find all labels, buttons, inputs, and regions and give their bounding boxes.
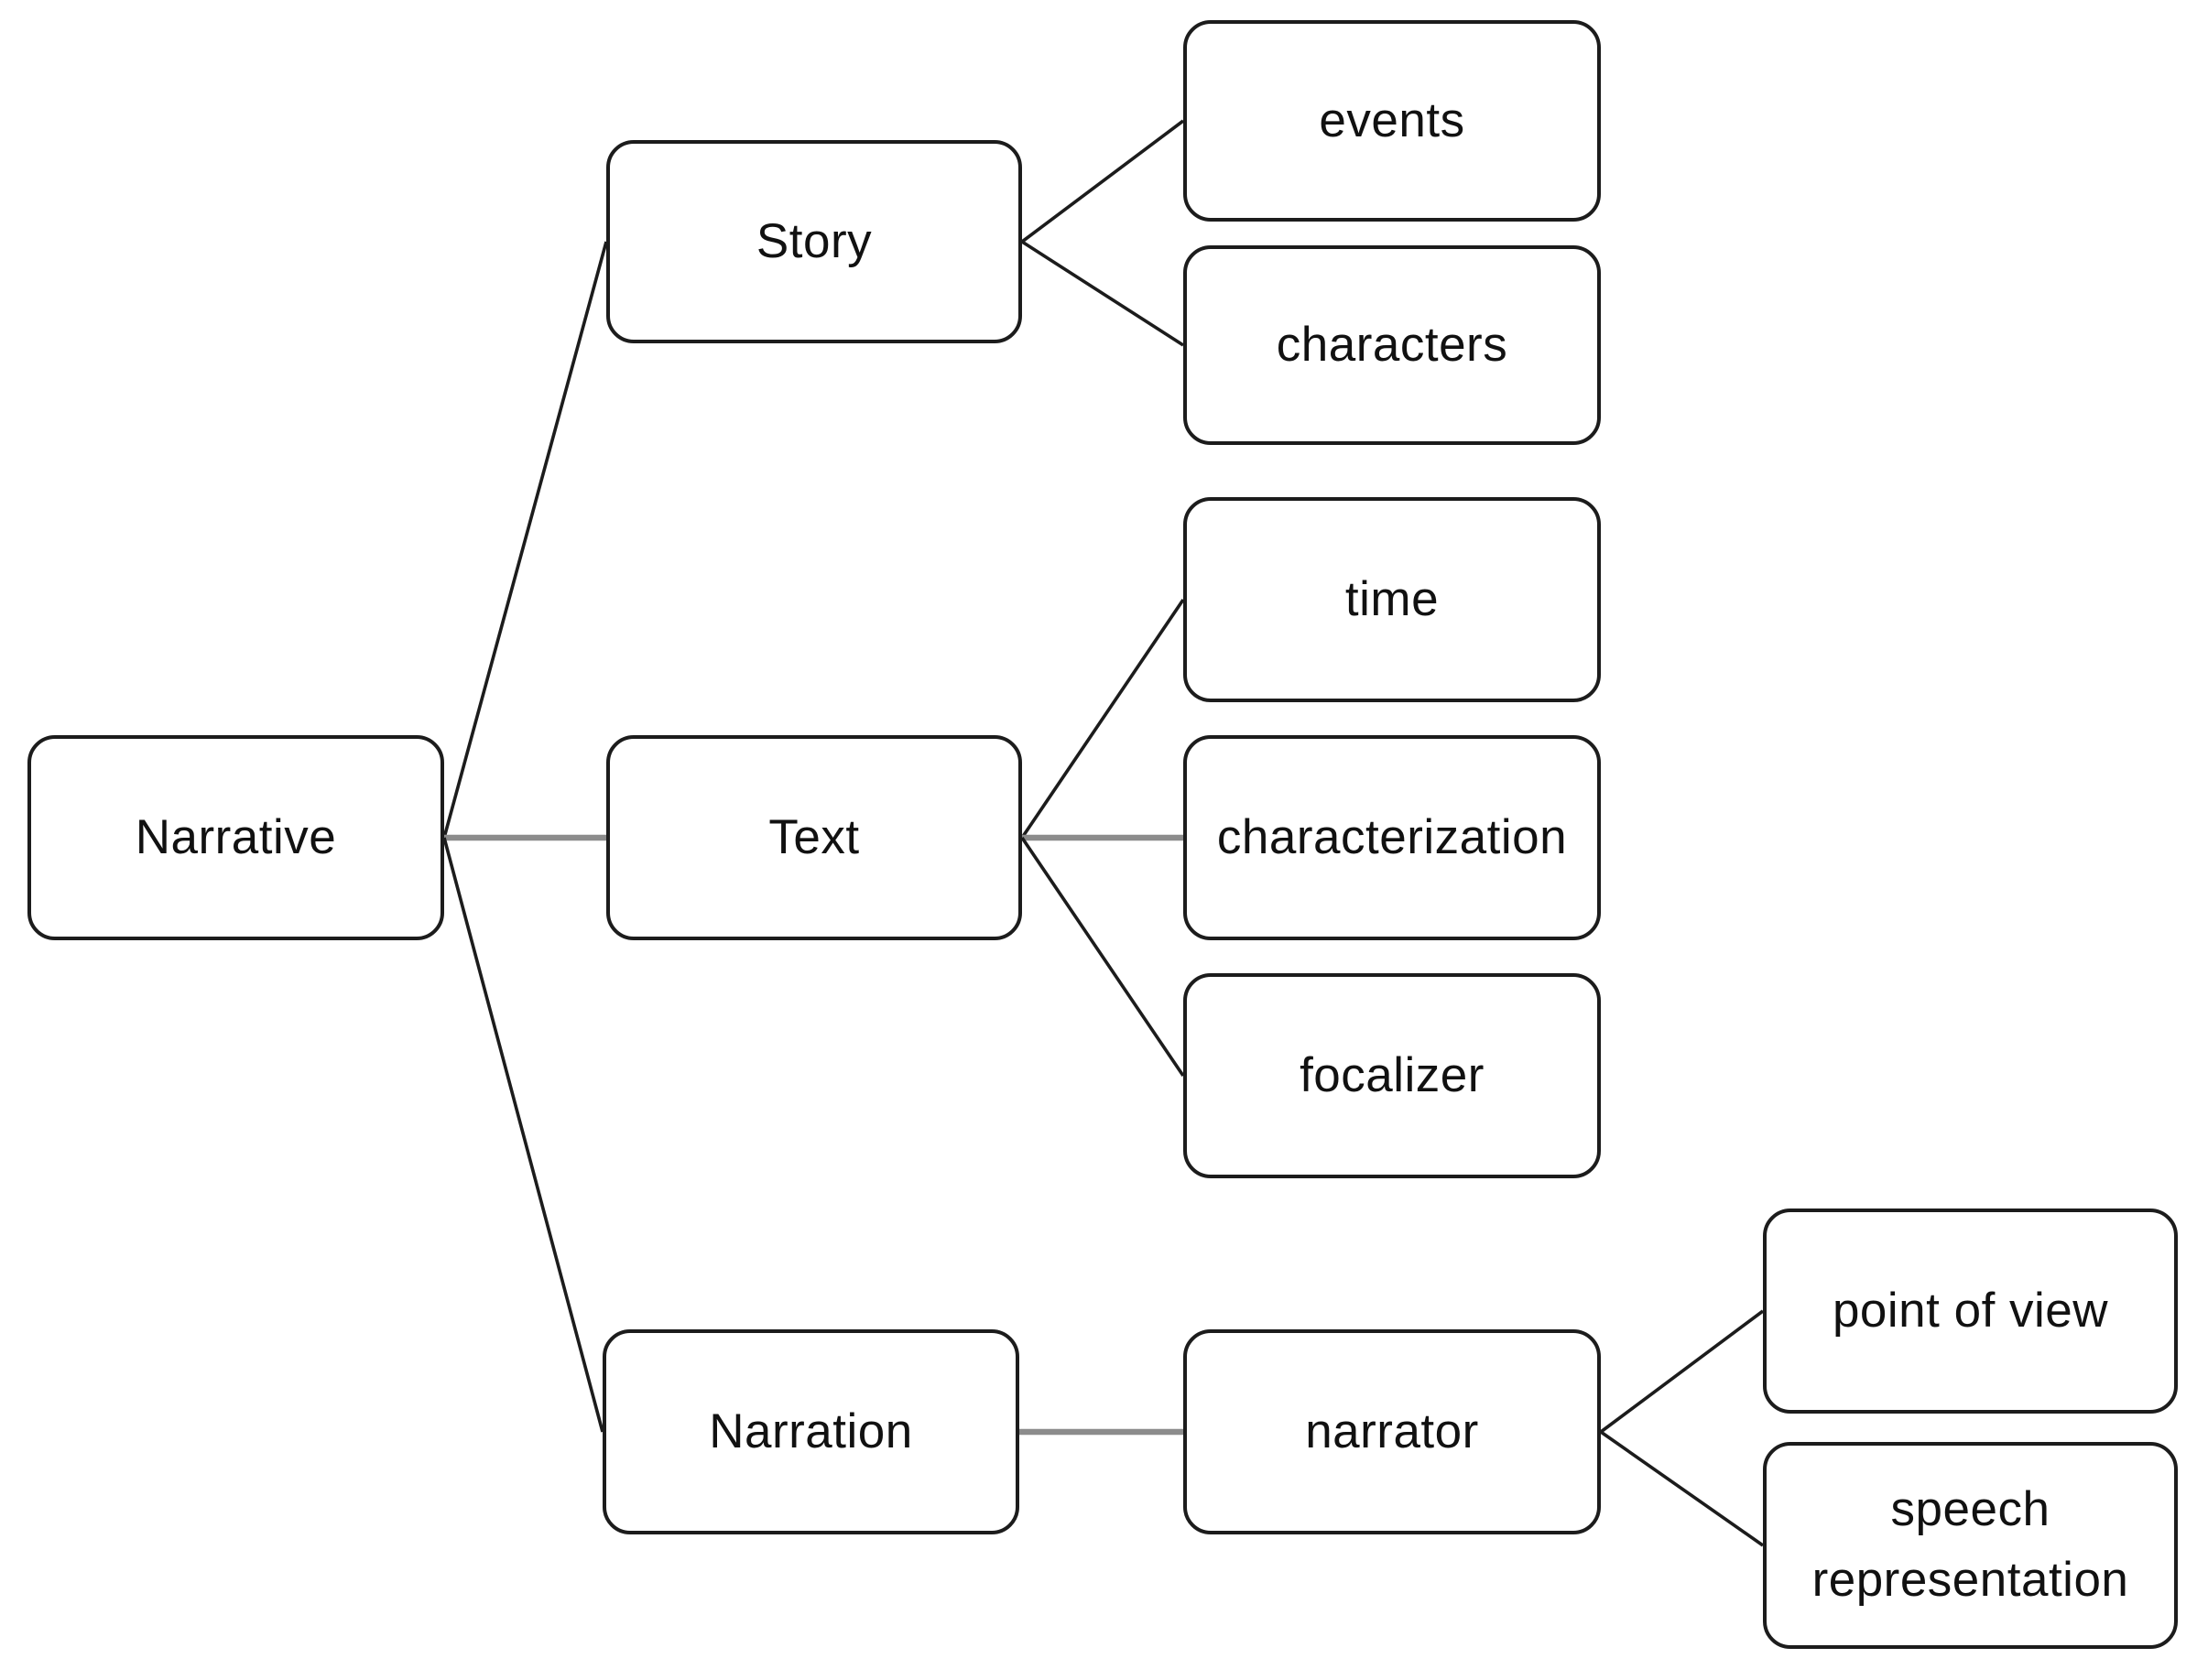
node-events: events bbox=[1183, 20, 1601, 222]
node-characters: characters bbox=[1183, 245, 1601, 445]
node-characterization: characterization bbox=[1183, 735, 1601, 940]
edge-narrative-narration bbox=[442, 837, 604, 1433]
node-characterization-label: characterization bbox=[1216, 809, 1568, 864]
edge-narrator-point_of_view bbox=[1599, 1309, 1765, 1434]
node-story-label: Story bbox=[756, 213, 873, 268]
node-narrative: Narrative bbox=[27, 735, 444, 940]
node-narration-label: Narration bbox=[709, 1404, 913, 1458]
node-story: Story bbox=[606, 140, 1022, 343]
node-text-label: Text bbox=[768, 809, 860, 864]
edge-story-events bbox=[1020, 119, 1185, 244]
node-narrator-label: narrator bbox=[1305, 1404, 1479, 1458]
node-focalizer: focalizer bbox=[1183, 973, 1601, 1178]
node-events-label: events bbox=[1319, 92, 1465, 147]
node-narration: Narration bbox=[603, 1329, 1019, 1534]
node-time-label: time bbox=[1344, 571, 1440, 626]
node-point-of-view: point of view bbox=[1763, 1209, 2178, 1414]
node-focalizer-label: focalizer bbox=[1300, 1047, 1485, 1102]
node-text: Text bbox=[606, 735, 1022, 940]
edge-narrator-speech_representation bbox=[1599, 1430, 1765, 1547]
node-narrative-label: Narrative bbox=[135, 809, 337, 864]
node-characters-label: characters bbox=[1276, 317, 1508, 372]
node-speech-representation: speech representation bbox=[1763, 1442, 2178, 1649]
edge-text-time bbox=[1020, 598, 1185, 840]
node-point-of-view-label: point of view bbox=[1832, 1283, 2109, 1338]
edge-narrative-story bbox=[442, 241, 608, 839]
node-narrator: narrator bbox=[1183, 1329, 1601, 1534]
node-speech-representation-label: speech representation bbox=[1811, 1482, 2129, 1607]
edge-text-focalizer bbox=[1020, 836, 1185, 1078]
edge-story-characters bbox=[1021, 240, 1184, 347]
node-time: time bbox=[1183, 497, 1601, 702]
